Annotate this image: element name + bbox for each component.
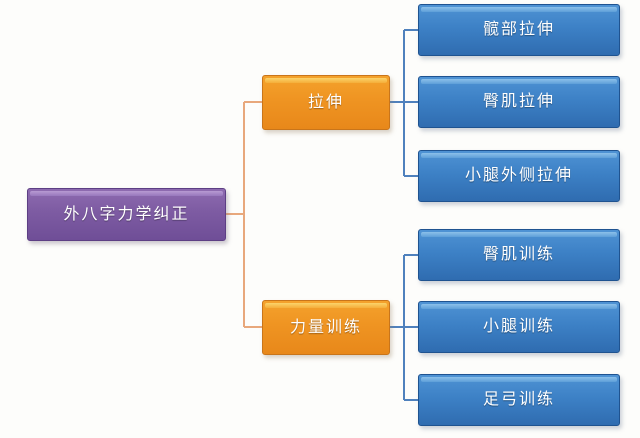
node-leaf-glute-stretch-label: 臀肌拉伸 [482,93,555,110]
node-leaf-arch-training-label: 足弓训练 [482,391,555,408]
node-leaf-glute-stretch[interactable]: 臀肌拉伸 [418,76,620,128]
node-branch-strength-label: 力量训练 [289,318,362,336]
node-leaf-hip-stretch-label: 髋部拉伸 [482,21,555,38]
connector-root-to-branches [226,100,262,329]
node-leaf-lateral-calf-stretch-label: 小腿外侧拉伸 [464,167,573,184]
node-root[interactable]: 外八字力学纠正 [27,188,226,241]
node-branch-stretch-label: 拉伸 [307,93,344,111]
node-leaf-arch-training[interactable]: 足弓训练 [418,374,620,426]
node-leaf-hip-stretch[interactable]: 髋部拉伸 [418,4,620,56]
connector-strength-to-leaves [390,253,418,402]
connector-stretch-to-leaves [390,28,418,178]
node-leaf-calf-training-label: 小腿训练 [482,318,555,335]
node-branch-strength[interactable]: 力量训练 [262,300,390,355]
node-branch-stretch[interactable]: 拉伸 [262,75,390,130]
node-leaf-glute-training[interactable]: 臀肌训练 [418,229,620,281]
node-root-label: 外八字力学纠正 [63,205,190,223]
node-leaf-glute-training-label: 臀肌训练 [482,246,555,263]
node-leaf-calf-training[interactable]: 小腿训练 [418,301,620,353]
node-leaf-lateral-calf-stretch[interactable]: 小腿外侧拉伸 [418,150,620,202]
